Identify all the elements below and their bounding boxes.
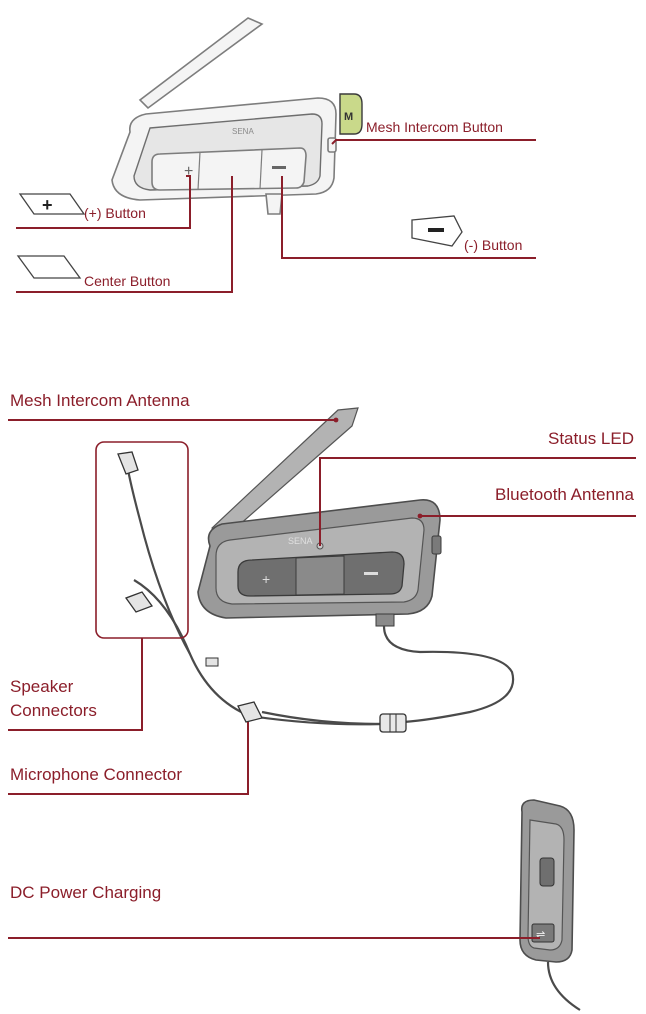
bottom-brand: SENA [288,536,313,546]
status-led-callout: Status LED [319,429,636,546]
mesh-intercom-button-label: Mesh Intercom Button [366,119,503,135]
inline-connector [379,713,407,733]
top-minus-glyph [272,166,286,169]
bottom-center-button [295,555,345,596]
mesh-button-leader [331,139,536,145]
dc-power-charging-label: DC Power Charging [10,883,161,902]
minus-icon [428,228,444,232]
top-plus-glyph: + [184,163,193,180]
center-button-leader [16,176,233,293]
plus-button-callout: + (+) Button [16,175,191,229]
mesh-button-glyph: M [344,111,353,123]
plus-button-leader [16,175,191,229]
bottom-antenna [211,407,359,541]
mesh-intercom-antenna-label: Mesh Intercom Antenna [10,391,190,410]
speaker-cable-lower [133,579,381,726]
bluetooth-antenna-label: Bluetooth Antenna [495,485,635,504]
side-button [539,857,555,887]
side-cable [546,961,581,1011]
microphone-connector-leader [8,722,249,795]
bottom-minus-glyph [364,572,378,575]
bottom-plus-glyph: + [262,571,270,587]
main-cable [382,625,515,724]
center-button-callout: Center Button [16,176,233,293]
plus-icon: + [42,195,53,215]
cable-splitter [205,657,219,667]
mesh-button-icon [339,93,363,135]
bottom-cable-mount [375,613,395,627]
top-device-outline: + SENA [111,17,337,215]
plus-button-label: (+) Button [84,205,146,221]
usb-icon: ⇌ [536,928,545,941]
speaker-connectors-label-line1: Speaker [10,677,74,696]
speaker-cable-upper [126,469,191,655]
speaker-connectors-label-line2: Connectors [10,701,97,720]
speaker-connectors-leader [8,638,143,731]
top-brand: SENA [232,127,254,136]
microphone-connector-label: Microphone Connector [10,765,182,784]
speaker-connectors-callout: Speaker Connectors [8,638,143,731]
microphone-connector-plug [237,701,263,723]
status-led-label: Status LED [548,429,634,448]
minus-button-label: (-) Button [464,237,522,253]
status-led-leader [319,457,636,546]
top-antenna [138,17,264,110]
mesh-intercom-antenna-callout: Mesh Intercom Antenna [8,391,339,423]
cable-assembly [117,451,515,733]
dc-power-charging-callout: DC Power Charging [8,883,540,939]
mesh-intercom-button-callout: M Mesh Intercom Button [331,93,536,145]
side-view-device: ⇌ [519,799,581,1011]
speaker-connector-top [117,451,139,475]
center-button-label: Center Button [84,273,170,289]
minus-button-callout: (-) Button [281,176,536,259]
center-button-icon [16,255,82,279]
top-mount [265,193,283,215]
minus-button-leader [281,176,536,259]
mic-cable [261,710,381,726]
microphone-connector-callout: Microphone Connector [8,722,249,795]
bottom-side-button [431,535,442,555]
plus-button-icon [18,193,86,215]
speaker-connector-mid [124,591,154,613]
bottom-device: + SENA [197,407,442,627]
bluetooth-antenna-callout: Bluetooth Antenna [417,485,636,519]
